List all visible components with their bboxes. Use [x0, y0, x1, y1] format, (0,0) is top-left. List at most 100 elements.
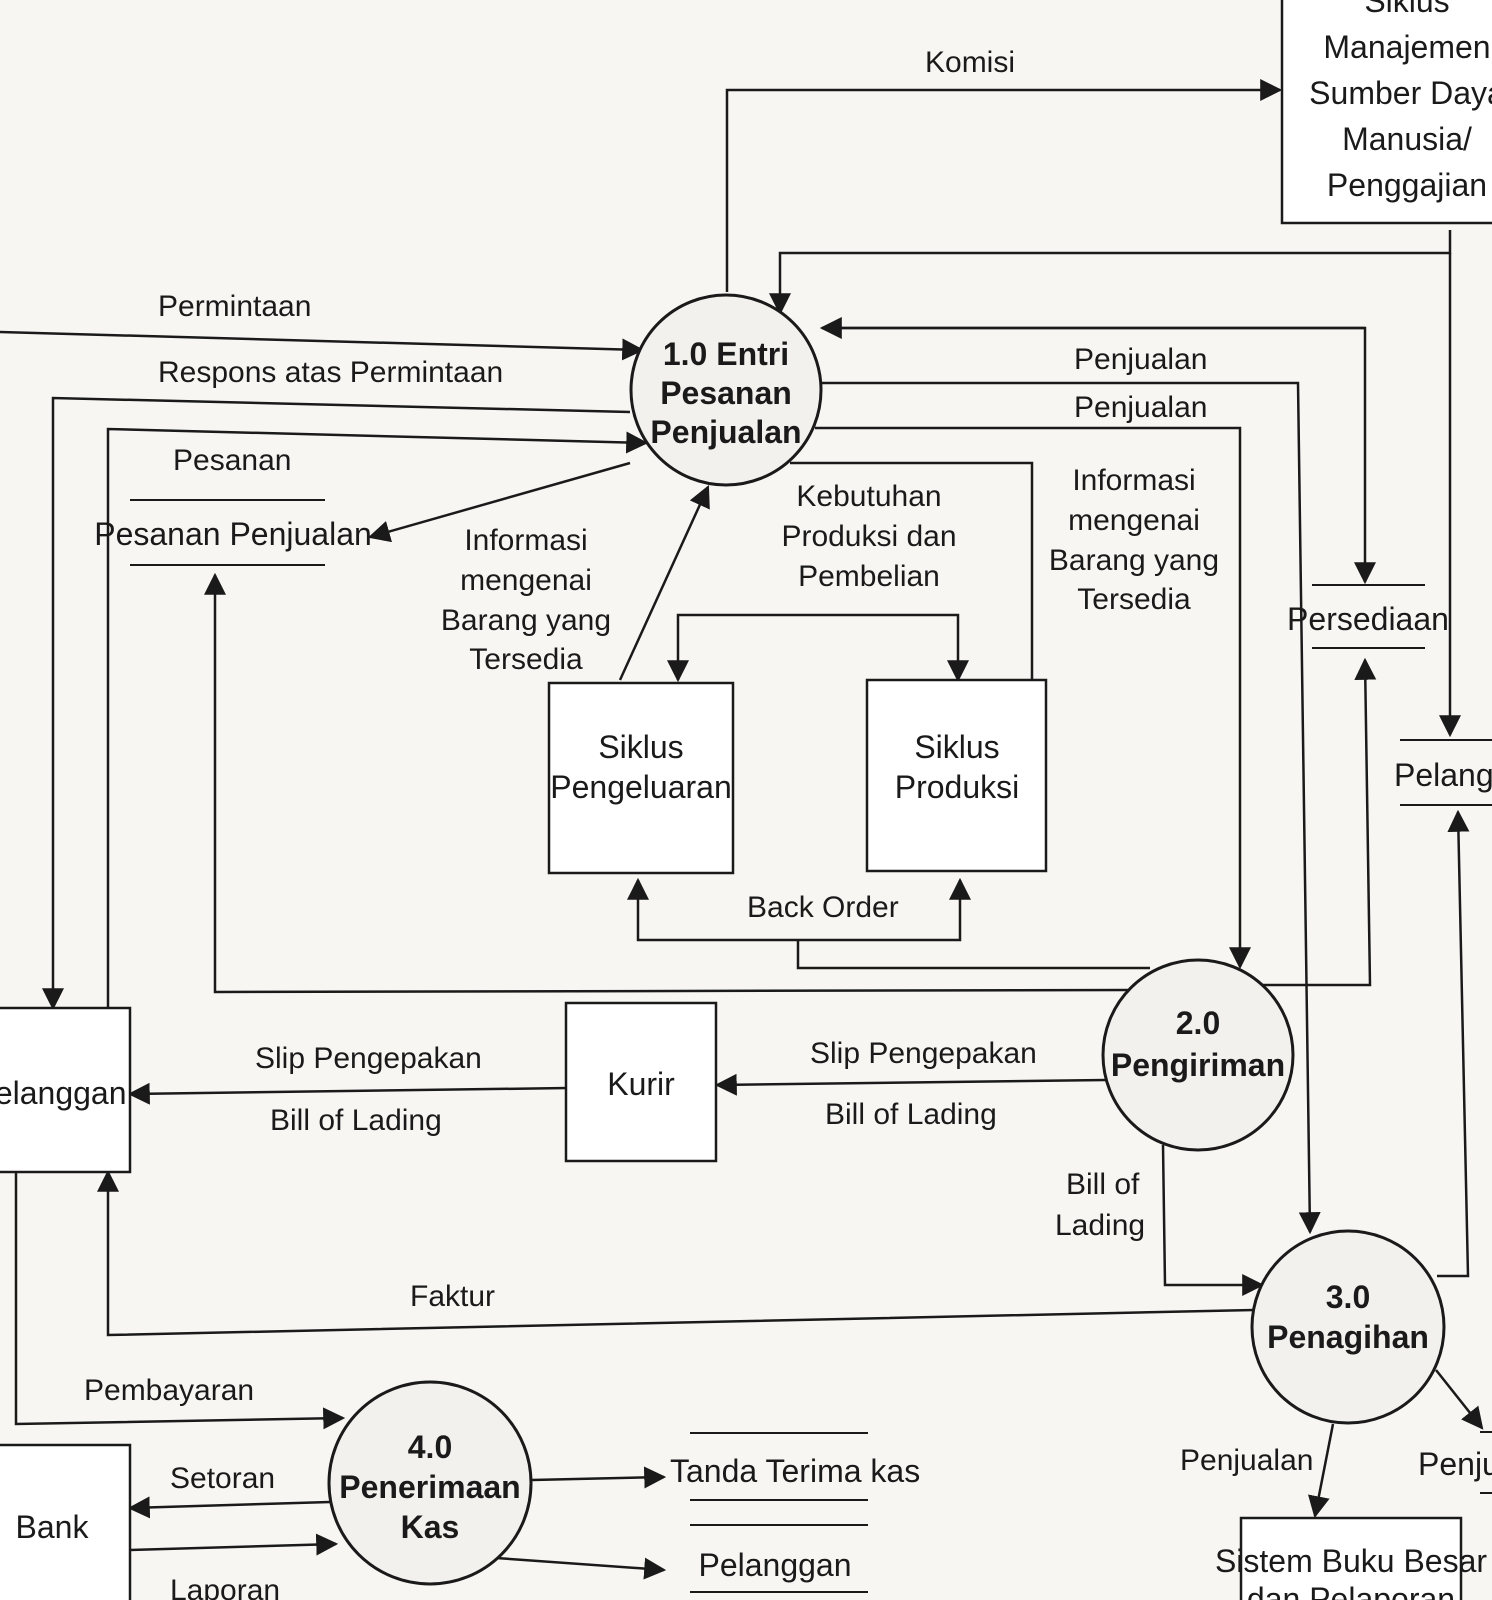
label-kebutuhan-1: Kebutuhan: [796, 480, 941, 513]
flow-labels: Komisi Permintaan Respons atas Permintaa…: [84, 46, 1313, 1600]
label-penjualan-bottom: Penjualan: [1180, 1444, 1313, 1477]
sdm-line-4: Manusia/: [1342, 121, 1472, 157]
flow-loop-pesanan: [204, 572, 1131, 994]
p2-line-1: 2.0: [1176, 1005, 1220, 1041]
store-pelanggan-right-label: Pelanggan: [1394, 757, 1492, 793]
flow-bill-of-lading: [1161, 1144, 1265, 1296]
store-pesanan-penjualan: Pesanan Penjualan: [94, 499, 372, 566]
store-persediaan: Persediaan: [1287, 584, 1449, 649]
label-info-right-4: Tersedia: [1077, 583, 1191, 616]
flow-kebutuhan: [790, 461, 1034, 680]
produksi-line-2: Produksi: [895, 769, 1020, 805]
label-permintaan: Permintaan: [158, 290, 311, 323]
p3-line-2: Penagihan: [1267, 1319, 1429, 1355]
flow-4-to-tanda-terima: [531, 1466, 667, 1489]
entity-kurir: Kurir: [564, 1001, 718, 1163]
label-pesanan: Pesanan: [173, 444, 291, 477]
store-persediaan-label: Persediaan: [1287, 601, 1449, 637]
flow-kurir-to-pelanggan: [127, 1082, 569, 1105]
entity-buku-besar: Sistem Buku Besar dan Pelaporan: [1215, 1516, 1487, 1600]
process-2-pengiriman: 2.0 Pengiriman: [1101, 958, 1295, 1152]
sdm-line-2: Manajemen: [1323, 29, 1490, 65]
label-faktur: Faktur: [410, 1280, 495, 1313]
flow-top-loop: [769, 230, 1452, 316]
flow-setoran: [127, 1496, 331, 1519]
buku-besar-line-2: dan Pelaporan: [1247, 1581, 1455, 1600]
store-tanda-terima-kas: Tanda Terima kas: [670, 1432, 920, 1501]
bank-label: Bank: [16, 1509, 90, 1545]
flow-info-left: [618, 484, 710, 681]
label-setoran: Setoran: [170, 1462, 275, 1495]
label-info-right-2: mengenai: [1068, 504, 1200, 537]
p4-line-2: Penerimaan: [339, 1469, 520, 1505]
process-4-penerimaan-kas: 4.0 Penerimaan Kas: [327, 1380, 533, 1586]
p2-line-2: Pengiriman: [1111, 1047, 1285, 1083]
flow-2-to-kurir: [714, 1073, 1107, 1096]
label-bill-right: Bill of Lading: [825, 1098, 997, 1131]
label-bill-of-2: Lading: [1055, 1209, 1145, 1242]
label-respons: Respons atas Permintaan: [158, 356, 503, 389]
sdm-line-3: Sumber Daya: [1309, 75, 1492, 111]
entity-sdm: Siklus Manajemen Sumber Daya Manusia/ Pe…: [1280, 0, 1492, 225]
store-penjualan-right: Penjualan: [1418, 1431, 1492, 1494]
sdm-line-5: Penggajian: [1327, 167, 1487, 203]
flow-back-order-stem: [796, 940, 1150, 970]
flow-3-to-penjualan-store: [1435, 1369, 1484, 1430]
flow-laporan: [129, 1533, 339, 1556]
p1-line-2: Pesanan: [660, 375, 792, 411]
pengeluaran-line-2: Pengeluaran: [550, 769, 731, 805]
flow-permintaan: [0, 330, 645, 361]
label-info-left-2: mengenai: [460, 564, 592, 597]
flow-3-to-pelanggan-store: [1437, 809, 1470, 1278]
label-kebutuhan-2: Produksi dan: [781, 520, 956, 553]
label-slip-right: Slip Pengepakan: [810, 1037, 1037, 1070]
flow-3-to-buku-besar: [1308, 1423, 1335, 1519]
label-info-left-1: Informasi: [464, 524, 587, 557]
label-bill-left: Bill of Lading: [270, 1104, 442, 1137]
sdm-line-1: Siklus: [1364, 0, 1449, 19]
flow-pengeluaran-produksi: [667, 613, 780, 683]
label-penjualan-b: Penjualan: [1074, 391, 1207, 424]
flow-back-order-left: [627, 877, 798, 942]
pelanggan-label: Pelanggan: [0, 1075, 127, 1111]
flow-produksi-arrow: [780, 613, 969, 683]
entity-siklus-produksi: Siklus Produksi: [865, 678, 1048, 873]
process-1-entri-pesanan: 1.0 Entri Pesanan Penjualan: [629, 293, 823, 487]
p1-line-3: Penjualan: [650, 414, 801, 450]
entity-pelanggan: Pelanggan: [0, 1006, 132, 1174]
label-info-left-4: Tersedia: [469, 643, 583, 676]
p1-line-1: 1.0 Entri: [663, 336, 789, 372]
flow-penjualan-b: [815, 426, 1251, 970]
kurir-label: Kurir: [607, 1066, 675, 1102]
flow-penjualan-a: [820, 381, 1321, 1235]
flow-faktur: [97, 1169, 1255, 1337]
flow-to-pesanan-store: [367, 461, 631, 543]
entity-siklus-pengeluaran: Siklus Pengeluaran: [547, 681, 735, 875]
store-pelanggan-bottom: Pelanggan: [690, 1524, 868, 1593]
flow-respons: [42, 396, 631, 1011]
label-info-right-1: Informasi: [1072, 464, 1195, 497]
produksi-line-1: Siklus: [914, 729, 999, 765]
p4-line-3: Kas: [401, 1509, 460, 1545]
label-komisi: Komisi: [925, 46, 1015, 79]
flow-pembayaran: [14, 1173, 346, 1430]
flow-loop-persediaan: [1240, 657, 1377, 987]
label-pembayaran: Pembayaran: [84, 1374, 254, 1407]
label-laporan: Laporan: [170, 1574, 280, 1600]
label-slip-left: Slip Pengepakan: [255, 1042, 482, 1075]
label-back-order: Back Order: [747, 891, 899, 924]
buku-besar-line-1: Sistem Buku Besar: [1215, 1543, 1487, 1579]
entity-bank: Bank: [0, 1443, 132, 1600]
p4-line-1: 4.0: [408, 1429, 452, 1465]
pengeluaran-line-1: Siklus: [598, 729, 683, 765]
label-info-right-3: Barang yang: [1049, 544, 1219, 577]
store-tanda-terima-label: Tanda Terima kas: [670, 1453, 920, 1489]
label-info-left-3: Barang yang: [441, 604, 611, 637]
process-3-penagihan: 3.0 Penagihan: [1250, 1229, 1446, 1425]
store-pelanggan-right: Pelanggan: [1394, 739, 1492, 806]
store-penjualan-right-label: Penjualan: [1418, 1446, 1492, 1482]
flow-pesanan: [106, 427, 649, 1008]
label-bill-of-1: Bill of: [1066, 1168, 1140, 1201]
store-pesanan-penjualan-label: Pesanan Penjualan: [94, 516, 372, 552]
